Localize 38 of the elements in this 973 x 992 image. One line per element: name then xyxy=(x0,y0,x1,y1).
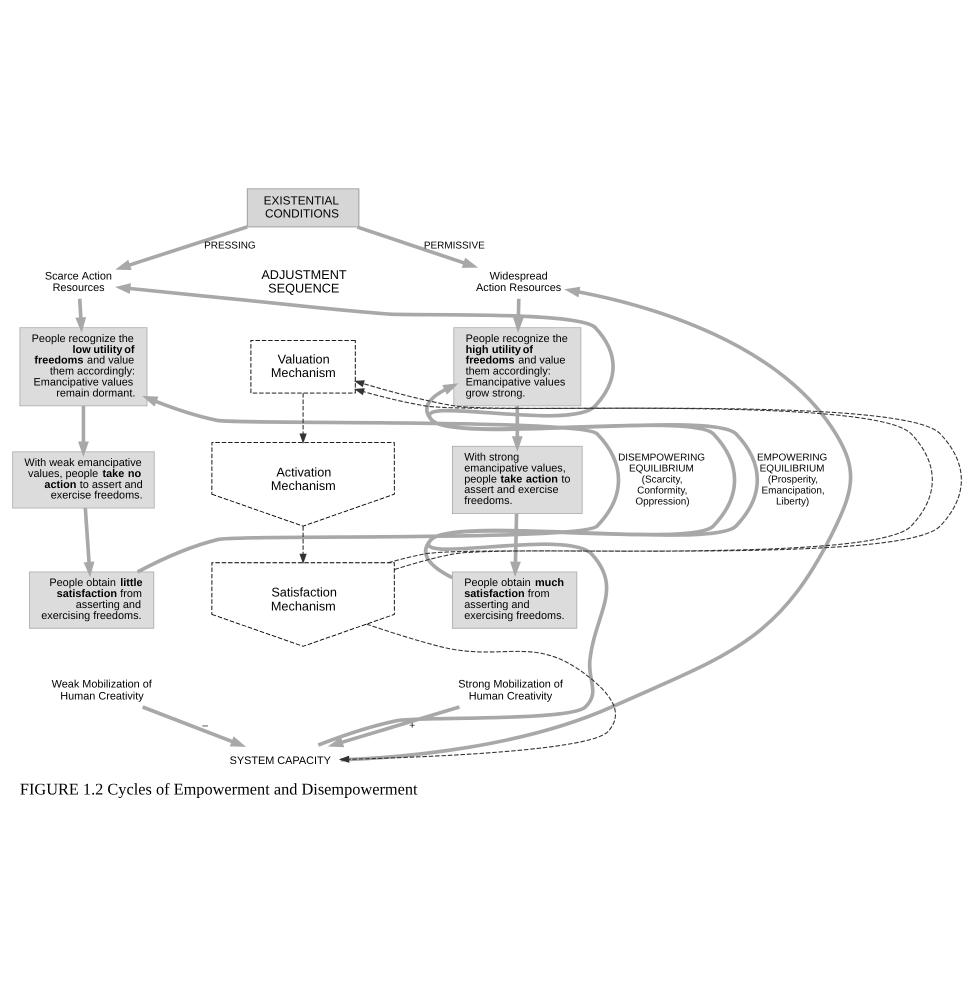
edge-label: PRESSING xyxy=(204,240,256,252)
node-box: EXISTENTIAL CONDITIONS xyxy=(246,188,359,228)
arrow xyxy=(338,624,616,763)
node-box: With weak emancipative values, people take no action to assert and exercise freedoms. xyxy=(12,451,154,509)
arrow xyxy=(83,508,94,578)
arrow xyxy=(114,283,735,747)
arrow xyxy=(298,393,306,444)
arrow xyxy=(424,383,758,580)
node-box: People recognize the low utility of freedoms and value them accordingly: Emancipative values remain dormant. xyxy=(18,327,147,406)
arrow xyxy=(511,406,522,452)
edge-label: + xyxy=(408,720,415,732)
node-box: People obtain little satisfaction from asserting and exercising freedoms. xyxy=(28,572,154,629)
arrow xyxy=(141,705,246,747)
edge-label: – xyxy=(202,720,208,732)
label: ADJUSTMENT SEQUENCE xyxy=(260,268,346,296)
node-text: Scarce Action Resources xyxy=(44,270,112,294)
arrow xyxy=(298,526,306,564)
arrow xyxy=(510,514,520,578)
node-box: Valuation Mechanism xyxy=(250,340,356,394)
node-box: With strong emancipative values, people take action to assert and exercise freedoms. xyxy=(451,446,582,514)
node-box: People obtain much satisfaction from asserting and exercising freedoms. xyxy=(451,572,577,629)
node-text: Weak Mobilization of Human Creativity xyxy=(51,678,152,702)
edge-label: PERMISSIVE xyxy=(423,240,484,252)
node-text: SYSTEM CAPACITY xyxy=(229,755,330,768)
arrow xyxy=(136,396,620,574)
node-text: Widespread Action Resources xyxy=(476,270,561,294)
arrow xyxy=(74,298,86,333)
arrow xyxy=(327,705,460,748)
arrow xyxy=(356,225,478,268)
caption: FIGURE 1.2 Cycles of Empowerment and Disempowerment xyxy=(19,779,418,798)
arrow xyxy=(340,286,852,762)
arrow xyxy=(114,225,248,270)
node-box: People recognize the high utility of freedoms and value them accordingly: Emancipative values grow strong. xyxy=(452,327,581,406)
edge-label: DISEMPOWERING EQUILIBRIUM (Scarcity, Conformity, Oppression) xyxy=(618,452,705,508)
arrow xyxy=(512,298,524,333)
node-text: Strong Mobilization of Human Creativity xyxy=(458,678,562,702)
edge-label: EMPOWERING EQUILIBRIUM (Prosperity, Emancipation, Liberty) xyxy=(756,452,827,508)
arrow xyxy=(78,406,88,458)
